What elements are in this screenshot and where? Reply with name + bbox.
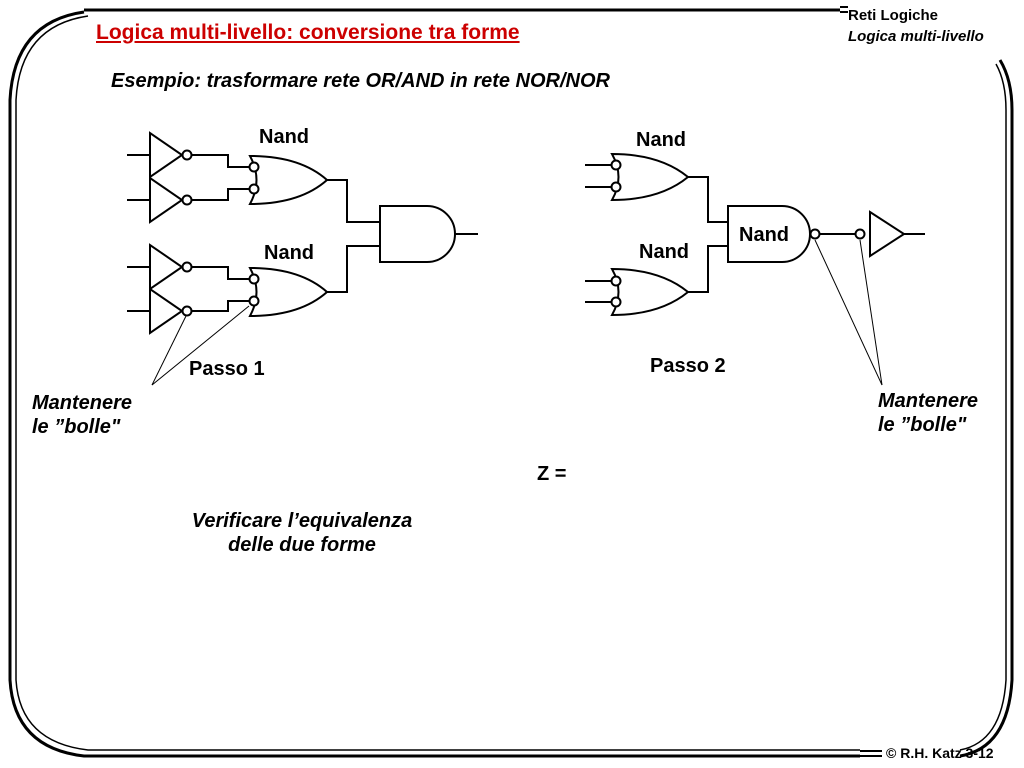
slide-border — [8, 6, 1014, 758]
or-gate-top — [248, 154, 329, 206]
or-gate-bottom-step2 — [610, 267, 690, 317]
step2-note: Mantenere le ”bolle" — [878, 389, 978, 437]
step2-note-line2: le ”bolle" — [878, 414, 967, 436]
inverter-3 — [127, 243, 193, 291]
step1-note-line1: Mantenere — [32, 392, 133, 414]
nand-gate-output — [727, 205, 821, 263]
slide-title: Logica multi-livello: conversione tra fo… — [96, 21, 520, 44]
step1-caption: Passo 1 — [189, 358, 265, 380]
course-topic: Logica multi-livello — [848, 28, 984, 45]
step2-gate-label-output: Nand — [739, 224, 789, 246]
step1-note: Mantenere le ”bolle" — [32, 391, 132, 439]
course-name: Reti Logiche — [848, 7, 939, 24]
step2-note-line1: Mantenere — [878, 390, 979, 412]
or-gate-bottom — [248, 266, 329, 318]
verify-line2: delle due forme — [228, 534, 376, 556]
step1-gate-label-top: Nand — [259, 126, 309, 148]
step2-caption: Passo 2 — [650, 355, 726, 377]
verify-text: Verificare l’equivalenza delle due forme — [150, 509, 454, 557]
inverter-2 — [127, 176, 193, 224]
slide-subtitle: Esempio: trasformare rete OR/AND in rete… — [111, 70, 611, 92]
step1-note-line2: le ”bolle" — [32, 416, 121, 438]
inverter-1 — [127, 131, 193, 179]
inverter-output — [854, 210, 906, 258]
and-gate-output — [379, 205, 456, 263]
footer-credit: © R.H. Katz 3-12 — [886, 745, 994, 761]
inverter-4 — [127, 287, 193, 335]
step1-gate-label-bottom: Nand — [264, 242, 314, 264]
or-gate-top-step2 — [610, 152, 690, 202]
step2-circuit — [585, 152, 925, 386]
verify-line1: Verificare l’equivalenza — [191, 510, 413, 532]
step2-gate-label-bottom: Nand — [639, 241, 689, 263]
step1-circuit — [127, 131, 478, 386]
step2-gate-label-top: Nand — [636, 129, 686, 151]
equation-label: Z = — [537, 463, 567, 485]
